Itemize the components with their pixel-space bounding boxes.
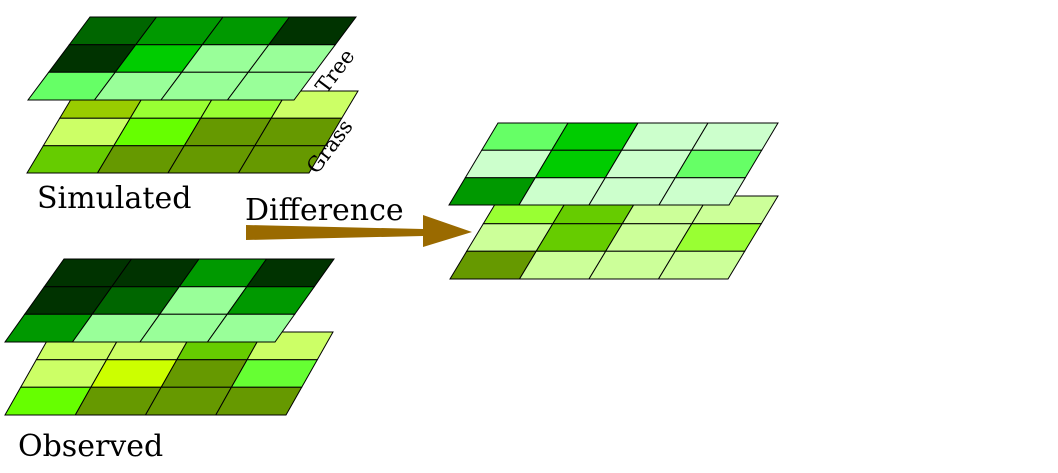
simulated-label: Simulated — [37, 181, 191, 216]
grid-cell — [226, 71, 316, 101]
grid-cell — [657, 250, 746, 280]
observed-tree-layer — [4, 258, 335, 343]
grid-cell — [230, 359, 319, 388]
simulated-grass-layer — [26, 90, 359, 174]
grid-cell — [658, 177, 747, 206]
difference-label: Difference — [245, 193, 404, 228]
observed-grass-layer — [4, 331, 334, 416]
observed-label: Observed — [18, 429, 163, 464]
grid-cell — [206, 313, 296, 343]
grid-cell — [214, 386, 303, 416]
simulated-tree-layer — [27, 16, 357, 101]
difference-arrow — [246, 215, 472, 247]
grid-cell — [237, 145, 327, 174]
difference-tree-layer — [448, 122, 779, 206]
difference-grass-layer — [449, 195, 779, 280]
